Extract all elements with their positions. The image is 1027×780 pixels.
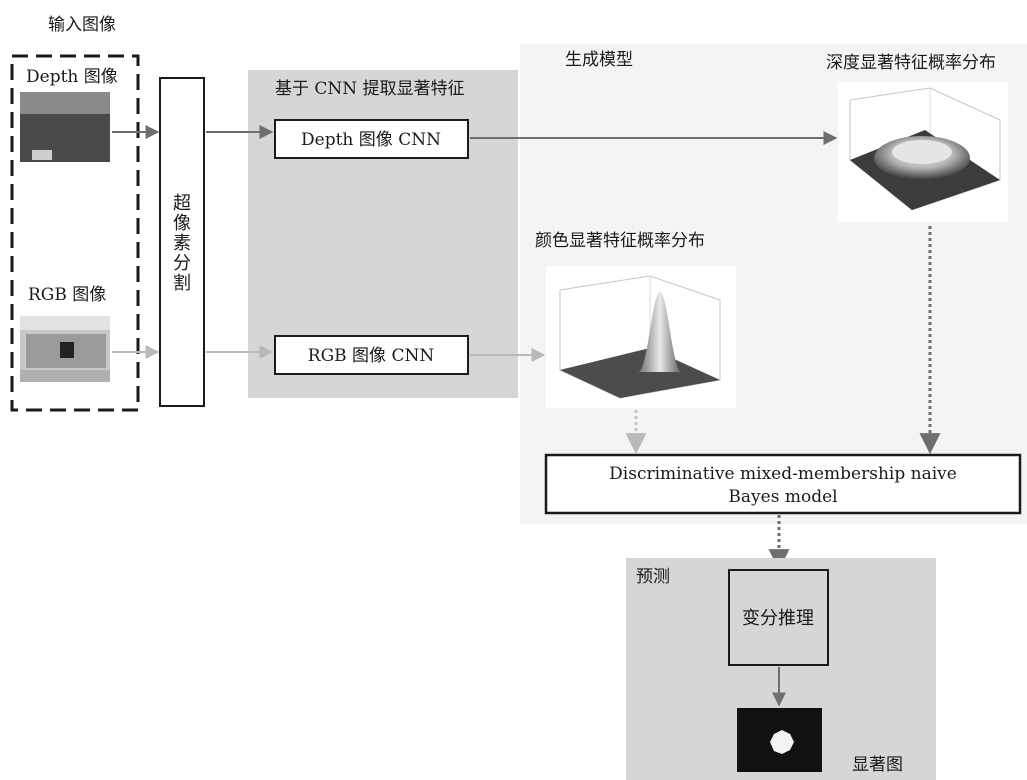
color-distribution-title: 颜色显著特征概率分布 — [535, 231, 705, 251]
superpixel-segmentation-label: 超 像 素 分 割 — [173, 193, 191, 294]
generative-model-title: 生成模型 — [565, 50, 633, 70]
rgb-image-label: RGB 图像 — [28, 285, 106, 305]
depth-distribution-title: 深度显著特征概率分布 — [826, 53, 996, 73]
depth-cnn-box — [274, 119, 469, 159]
prediction-title: 预测 — [636, 567, 670, 587]
svg-text:素: 素 — [173, 233, 191, 254]
svg-text:分: 分 — [173, 253, 191, 274]
bayes-model-label-line2: Bayes model — [728, 487, 837, 507]
input-group-frame — [10, 54, 140, 412]
depth-cnn-label: Depth 图像 CNN — [301, 130, 441, 150]
rgb-cnn-box — [274, 335, 469, 375]
svg-text:超: 超 — [173, 193, 191, 214]
svg-text:割: 割 — [173, 273, 191, 294]
saliency-map-label: 显著图 — [852, 755, 903, 775]
rgb-cnn-label: RGB 图像 CNN — [308, 346, 435, 366]
bayes-model-box — [544, 453, 1022, 515]
depth-distribution-plot — [838, 82, 1008, 222]
variational-inference-box — [728, 569, 829, 666]
bayes-model-label-line1: Discriminative mixed-membership naive — [609, 464, 957, 484]
svg-text:像: 像 — [173, 213, 191, 234]
cnn-panel-title: 基于 CNN 提取显著特征 — [275, 79, 465, 99]
superpixel-segmentation-box — [159, 77, 205, 407]
variational-inference-label: 变分推理 — [742, 608, 814, 629]
depth-image-label: Depth 图像 — [26, 67, 118, 87]
color-distribution-plot — [546, 266, 736, 408]
depth-image-thumbnail — [20, 92, 110, 162]
saliency-map-image — [737, 708, 822, 772]
rgb-image-thumbnail — [20, 316, 110, 382]
input-title: 输入图像 — [48, 15, 116, 35]
